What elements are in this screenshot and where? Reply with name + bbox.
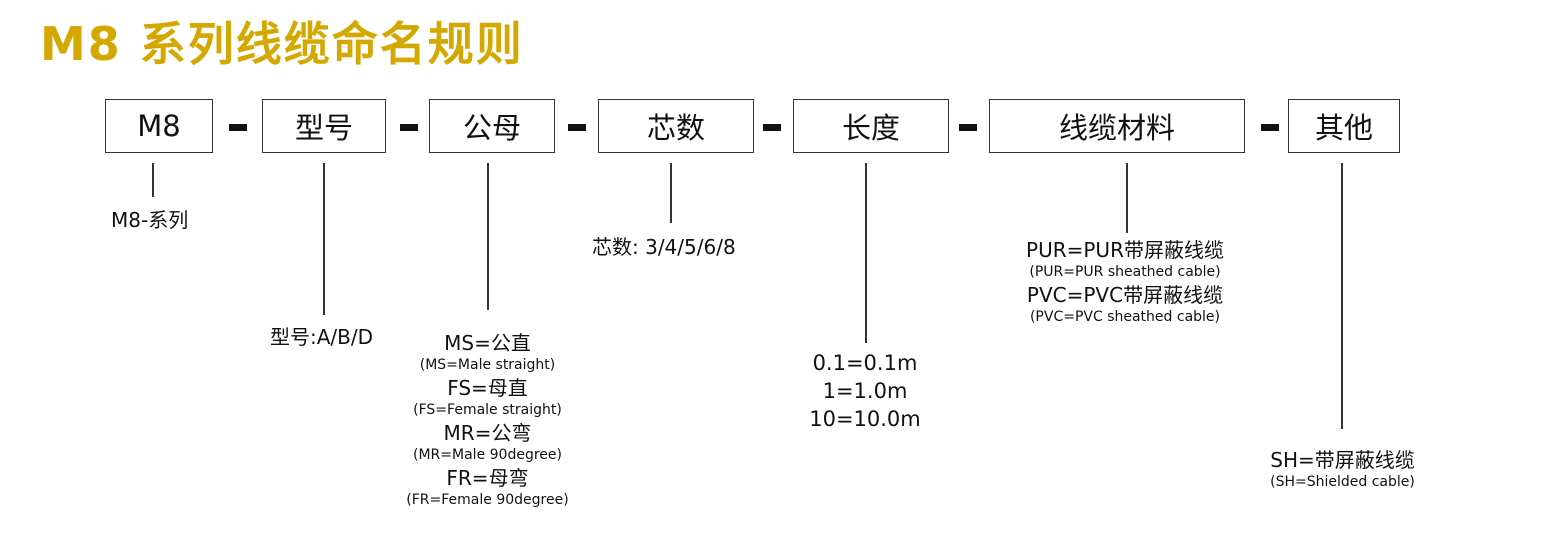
- gender-desc: (FS=Female straight): [413, 402, 562, 418]
- model-label: 型号:A/B/D: [270, 325, 374, 349]
- connector-cores: [670, 163, 672, 223]
- box-other: 其他: [1288, 99, 1400, 153]
- material-desc: (PVC=PVC sheathed cable): [1029, 309, 1221, 325]
- material-code: PUR=PUR带屏蔽线缆: [1026, 238, 1224, 262]
- box-cores: 芯数: [598, 99, 754, 153]
- connector-other: [1341, 163, 1343, 429]
- series-label: M8-系列: [111, 208, 189, 232]
- connector-length: [865, 163, 867, 343]
- separator-dash: [229, 124, 247, 131]
- separator-dash: [568, 124, 586, 131]
- gender-options: MS=公直 (MS=Male straight) FS=母直 (FS=Femal…: [375, 331, 600, 511]
- connector-series: [152, 163, 154, 197]
- material-code: PVC=PVC带屏蔽线缆: [1026, 283, 1224, 307]
- gender-code: FS=母直: [447, 376, 528, 400]
- gender-desc: (MS=Male straight): [419, 357, 556, 373]
- other-desc: (SH=Shielded cable): [1270, 474, 1415, 490]
- box-series: M8: [105, 99, 213, 153]
- gender-code: MS=公直: [444, 331, 531, 355]
- other-options: SH=带屏蔽线缆 (SH=Shielded cable): [1245, 448, 1440, 493]
- gender-code: FR=母弯: [446, 466, 529, 490]
- length-options: 0.1=0.1m 1=1.0m 10=10.0m: [790, 349, 940, 433]
- box-material: 线缆材料: [989, 99, 1245, 153]
- gender-code: MR=公弯: [443, 421, 532, 445]
- box-length: 长度: [793, 99, 949, 153]
- connector-gender: [487, 163, 489, 310]
- length-option: 0.1=0.1m: [812, 351, 918, 375]
- separator-dash: [959, 124, 977, 131]
- material-desc: (PUR=PUR sheathed cable): [1029, 264, 1221, 280]
- gender-desc: (FR=Female 90degree): [406, 492, 569, 508]
- cores-label: 芯数: 3/4/5/6/8: [592, 235, 736, 259]
- separator-dash: [400, 124, 418, 131]
- connector-material: [1126, 163, 1128, 233]
- box-model: 型号: [262, 99, 386, 153]
- other-code: SH=带屏蔽线缆: [1270, 448, 1415, 472]
- box-gender: 公母: [429, 99, 555, 153]
- length-option: 1=1.0m: [822, 379, 908, 403]
- material-options: PUR=PUR带屏蔽线缆 (PUR=PUR sheathed cable) PV…: [990, 238, 1260, 328]
- separator-dash: [763, 124, 781, 131]
- separator-dash: [1261, 124, 1279, 131]
- page-title: M8 系列线缆命名规则: [40, 17, 524, 71]
- length-option: 10=10.0m: [809, 407, 921, 431]
- gender-desc: (MR=Male 90degree): [413, 447, 562, 463]
- connector-model: [323, 163, 325, 315]
